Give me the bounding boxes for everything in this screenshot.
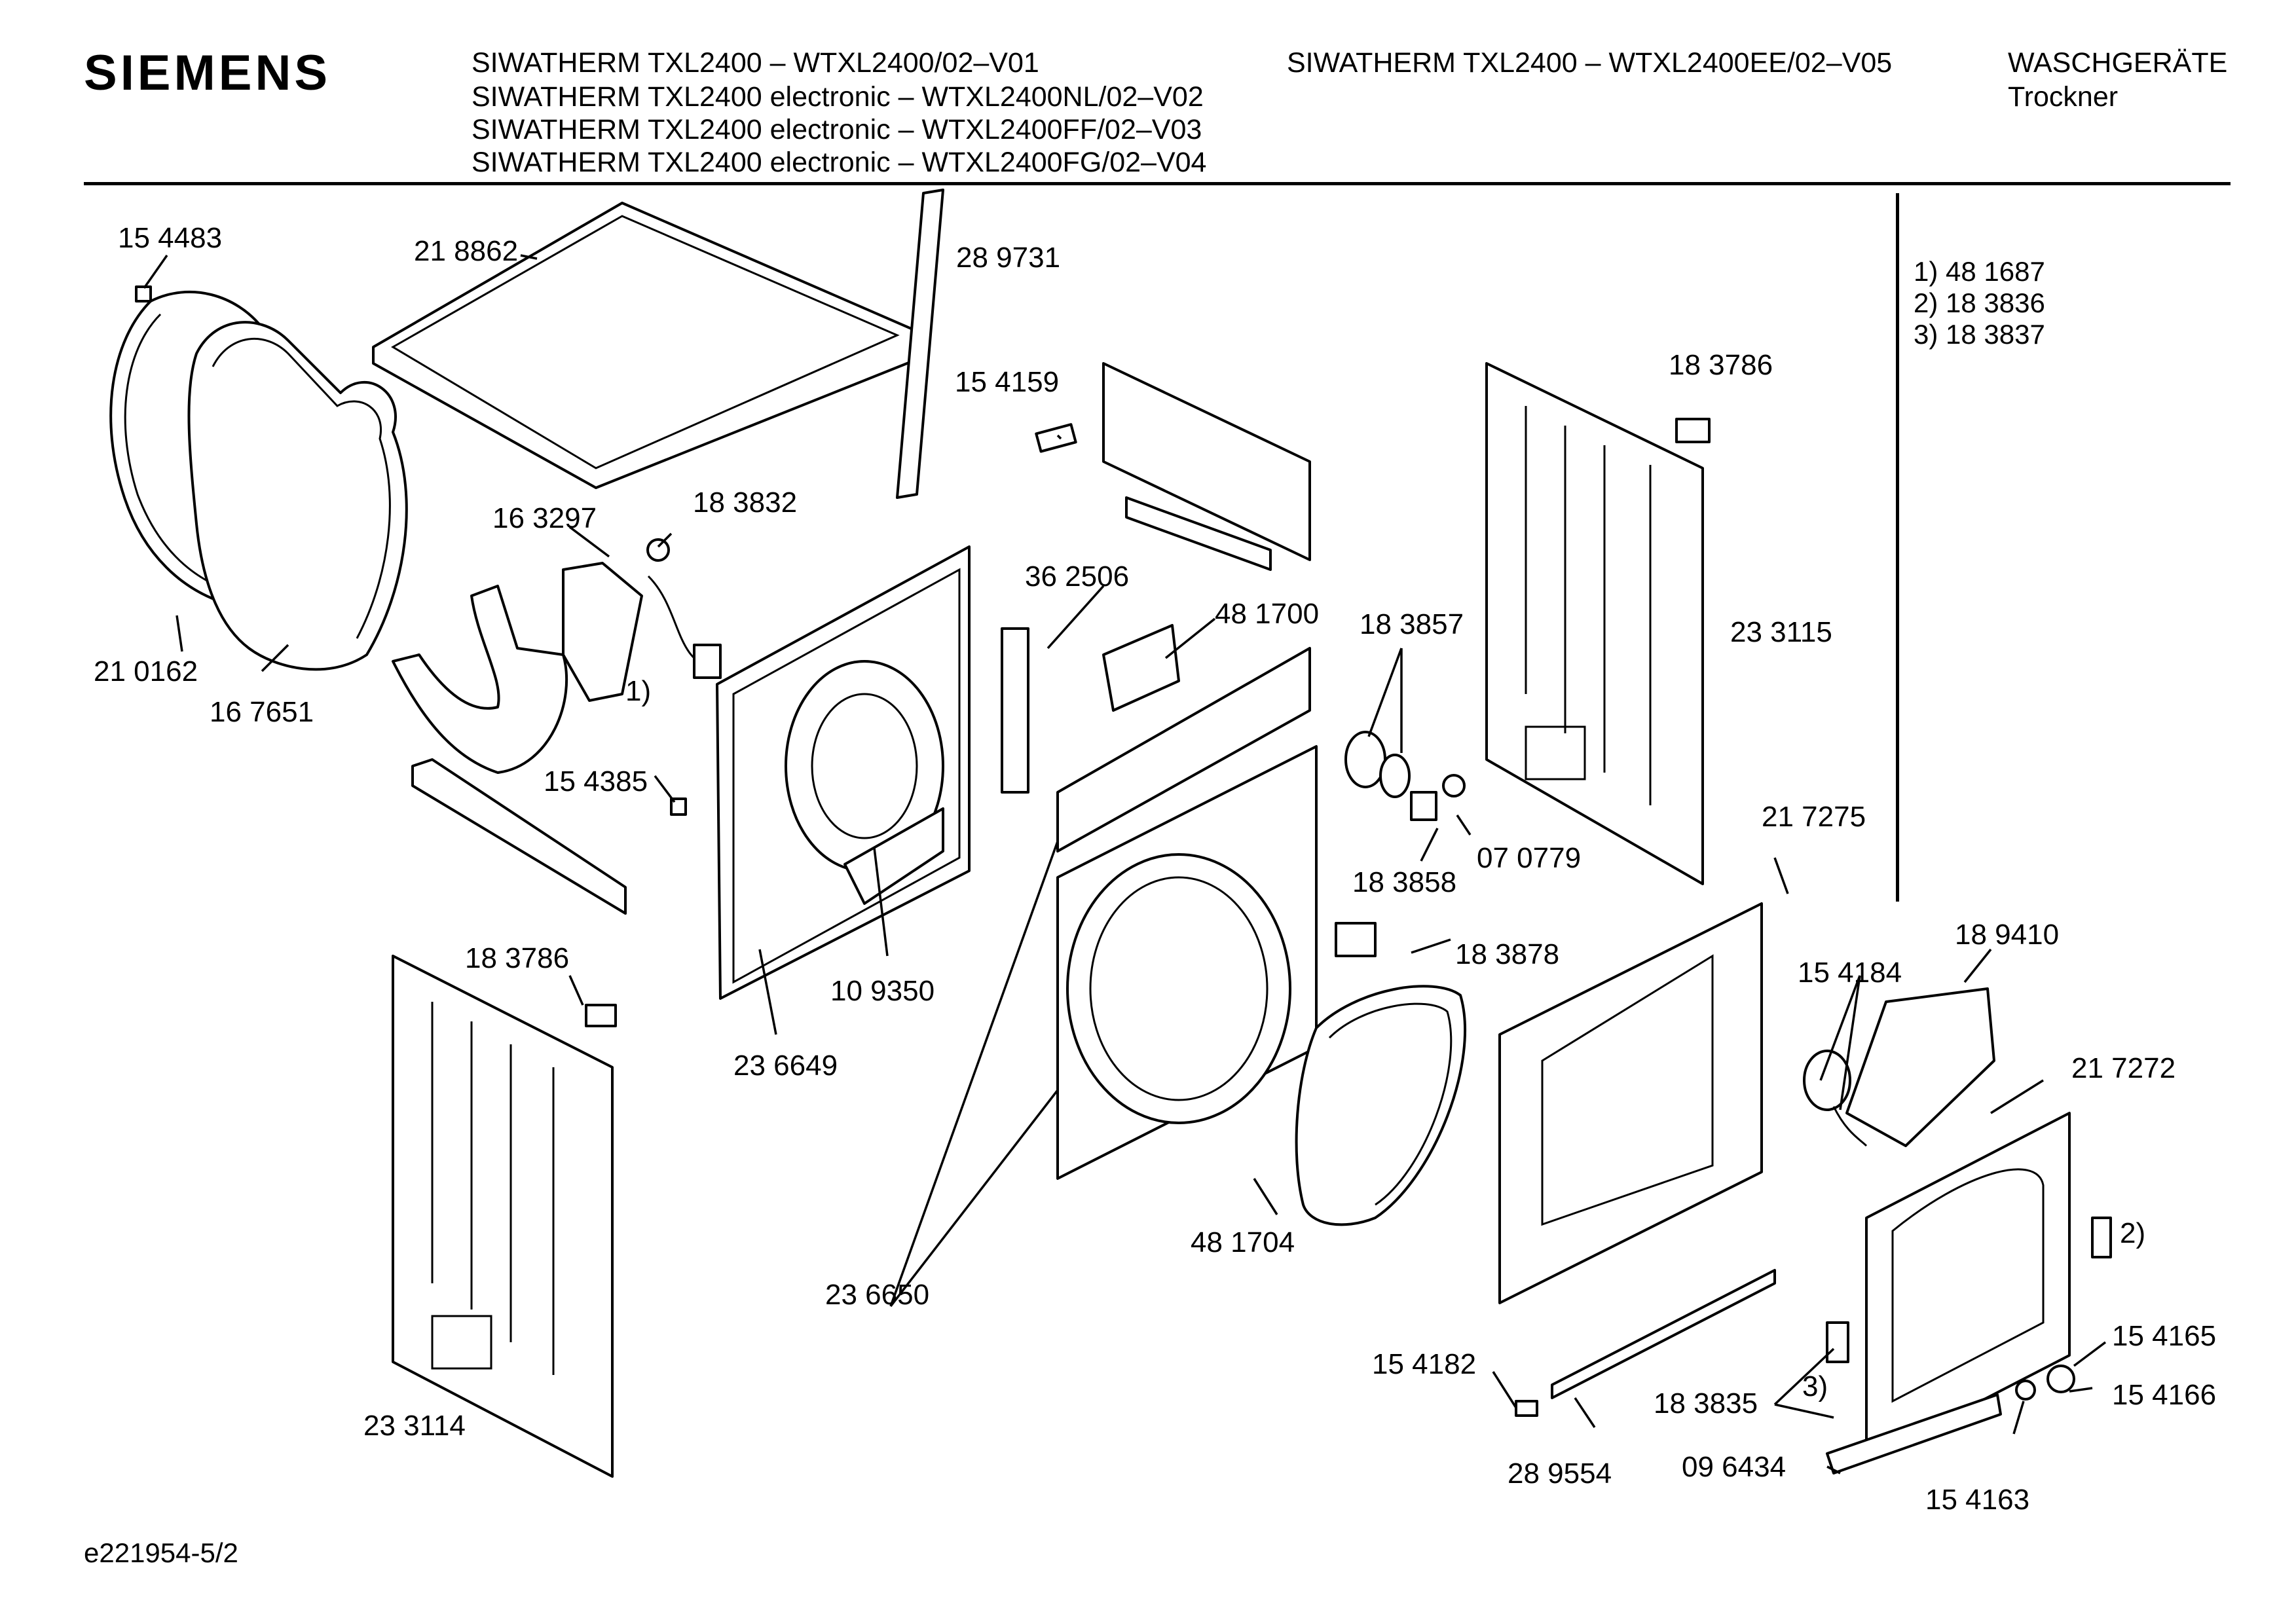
- callout-183878: 18 3878: [1455, 938, 1559, 970]
- callout-189410: 18 9410: [1955, 919, 2059, 951]
- front-frame-part: [1056, 647, 1318, 1180]
- callout-154159: 15 4159: [955, 366, 1059, 398]
- clip-154159-part: [1035, 423, 1077, 453]
- heater-unit-part: [562, 562, 722, 702]
- door-gasket-part: [1295, 985, 1466, 1226]
- callout-289731: 28 9731: [956, 242, 1060, 274]
- screw-part: [135, 285, 152, 302]
- vertical-strip-part: [896, 189, 944, 499]
- rear-drum-ring-part: [187, 321, 408, 671]
- callout-070779: 07 0779: [1477, 842, 1581, 874]
- callout-183786-left: 18 3786: [465, 942, 569, 974]
- callout-154483: 15 4483: [118, 222, 222, 254]
- callout-217272: 21 7272: [2071, 1052, 2176, 1084]
- sensor-183858-part: [1410, 774, 1466, 821]
- callout-154166: 15 4166: [2112, 1379, 2216, 1411]
- siemens-logo: SIEMENS: [84, 45, 331, 101]
- callout-481704: 48 1704: [1191, 1226, 1295, 1258]
- callout-183857: 18 3857: [1360, 608, 1464, 640]
- lock-183878-part: [1335, 922, 1377, 957]
- category-label: WASCHGERÄTE: [2008, 47, 2228, 79]
- callout-481700: 48 1700: [1215, 598, 1319, 630]
- knob-154165-part: [2046, 1365, 2075, 1393]
- side-panel-233114-part: [392, 955, 614, 1478]
- callout-marker-1: 1): [625, 675, 651, 707]
- model-line-1: SIWATHERM TXL2400 – WTXL2400/02–V01: [472, 47, 1039, 79]
- callout-210162: 21 0162: [94, 655, 198, 687]
- rail-part: [411, 758, 627, 915]
- callout-154165: 15 4165: [2112, 1320, 2216, 1352]
- callout-233114: 23 3114: [363, 1410, 466, 1442]
- note-3: 3) 18 3837: [1914, 319, 2045, 350]
- callout-154184: 15 4184: [1798, 957, 1902, 989]
- side-panel-233115-part: [1485, 362, 1704, 885]
- strip-289554-part: [1551, 1269, 1776, 1399]
- callout-183786-top: 18 3786: [1669, 349, 1773, 381]
- callout-096434: 09 6434: [1682, 1451, 1786, 1483]
- bracket-2-part: [2091, 1217, 2112, 1258]
- sensor-154184-part: [1803, 1050, 1868, 1147]
- callout-109350: 10 9350: [830, 975, 935, 1007]
- callout-233115: 23 3115: [1730, 616, 1832, 648]
- air-duct-part: [392, 585, 568, 774]
- callout-236650: 23 6650: [825, 1279, 929, 1311]
- clip-183786b-part: [585, 1004, 617, 1027]
- callout-362506: 36 2506: [1025, 560, 1129, 593]
- callout-167651: 16 7651: [210, 696, 314, 728]
- control-bracket-part: [1102, 362, 1311, 571]
- model-line-3: SIWATHERM TXL2400 electronic – WTXL2400F…: [472, 114, 1202, 145]
- callout-236649: 23 6649: [733, 1050, 838, 1082]
- sensor-183857-part: [1344, 731, 1411, 798]
- model-line-2: SIWATHERM TXL2400 electronic – WTXL2400N…: [472, 81, 1204, 113]
- switch-block-481700-part: [1102, 624, 1180, 712]
- callout-217275: 21 7275: [1762, 801, 1866, 833]
- clip-154182-part: [1515, 1400, 1538, 1417]
- latch-183835-part: [1826, 1321, 1849, 1363]
- diagram-id: e221954-5/2: [84, 1537, 238, 1568]
- callout-163297: 16 3297: [492, 502, 597, 534]
- note-1: 1) 48 1687: [1914, 256, 2045, 287]
- clip-154385-part: [670, 797, 687, 816]
- latch-362506-part: [1001, 627, 1029, 794]
- rear-panel-part: [716, 545, 971, 1000]
- model-line-5: SIWATHERM TXL2400 – WTXL2400EE/02–V05: [1287, 47, 1893, 79]
- callout-154163: 15 4163: [1925, 1484, 2029, 1516]
- door-frame-217272-part: [1865, 1112, 2071, 1461]
- callout-218862: 21 8862: [414, 235, 518, 267]
- callout-154182: 15 4182: [1372, 1348, 1476, 1380]
- kit-189410-part: [1845, 987, 1995, 1147]
- subcategory-label: Trockner: [2008, 81, 2119, 113]
- callout-marker-2: 2): [2120, 1217, 2145, 1249]
- hinge-096434-part: [1826, 1393, 2002, 1475]
- sensor-183832-part: [646, 538, 670, 562]
- notes-divider: [1896, 193, 1899, 902]
- screw-154163-part: [2015, 1380, 2036, 1401]
- callout-289554: 28 9554: [1508, 1457, 1612, 1490]
- callout-154385: 15 4385: [544, 765, 648, 797]
- model-line-4: SIWATHERM TXL2400 electronic – WTXL2400F…: [472, 147, 1207, 178]
- note-2: 2) 18 3836: [1914, 287, 2045, 318]
- clip-183786a-part: [1675, 418, 1711, 443]
- callout-marker-3: 3): [1802, 1370, 1828, 1402]
- callout-183835: 18 3835: [1654, 1387, 1758, 1420]
- leader-lines: [143, 254, 2107, 1475]
- header-divider: [84, 182, 2231, 185]
- front-panel-217275-part: [1498, 902, 1763, 1304]
- callout-183858: 18 3858: [1352, 866, 1456, 898]
- callout-183832: 18 3832: [693, 486, 797, 519]
